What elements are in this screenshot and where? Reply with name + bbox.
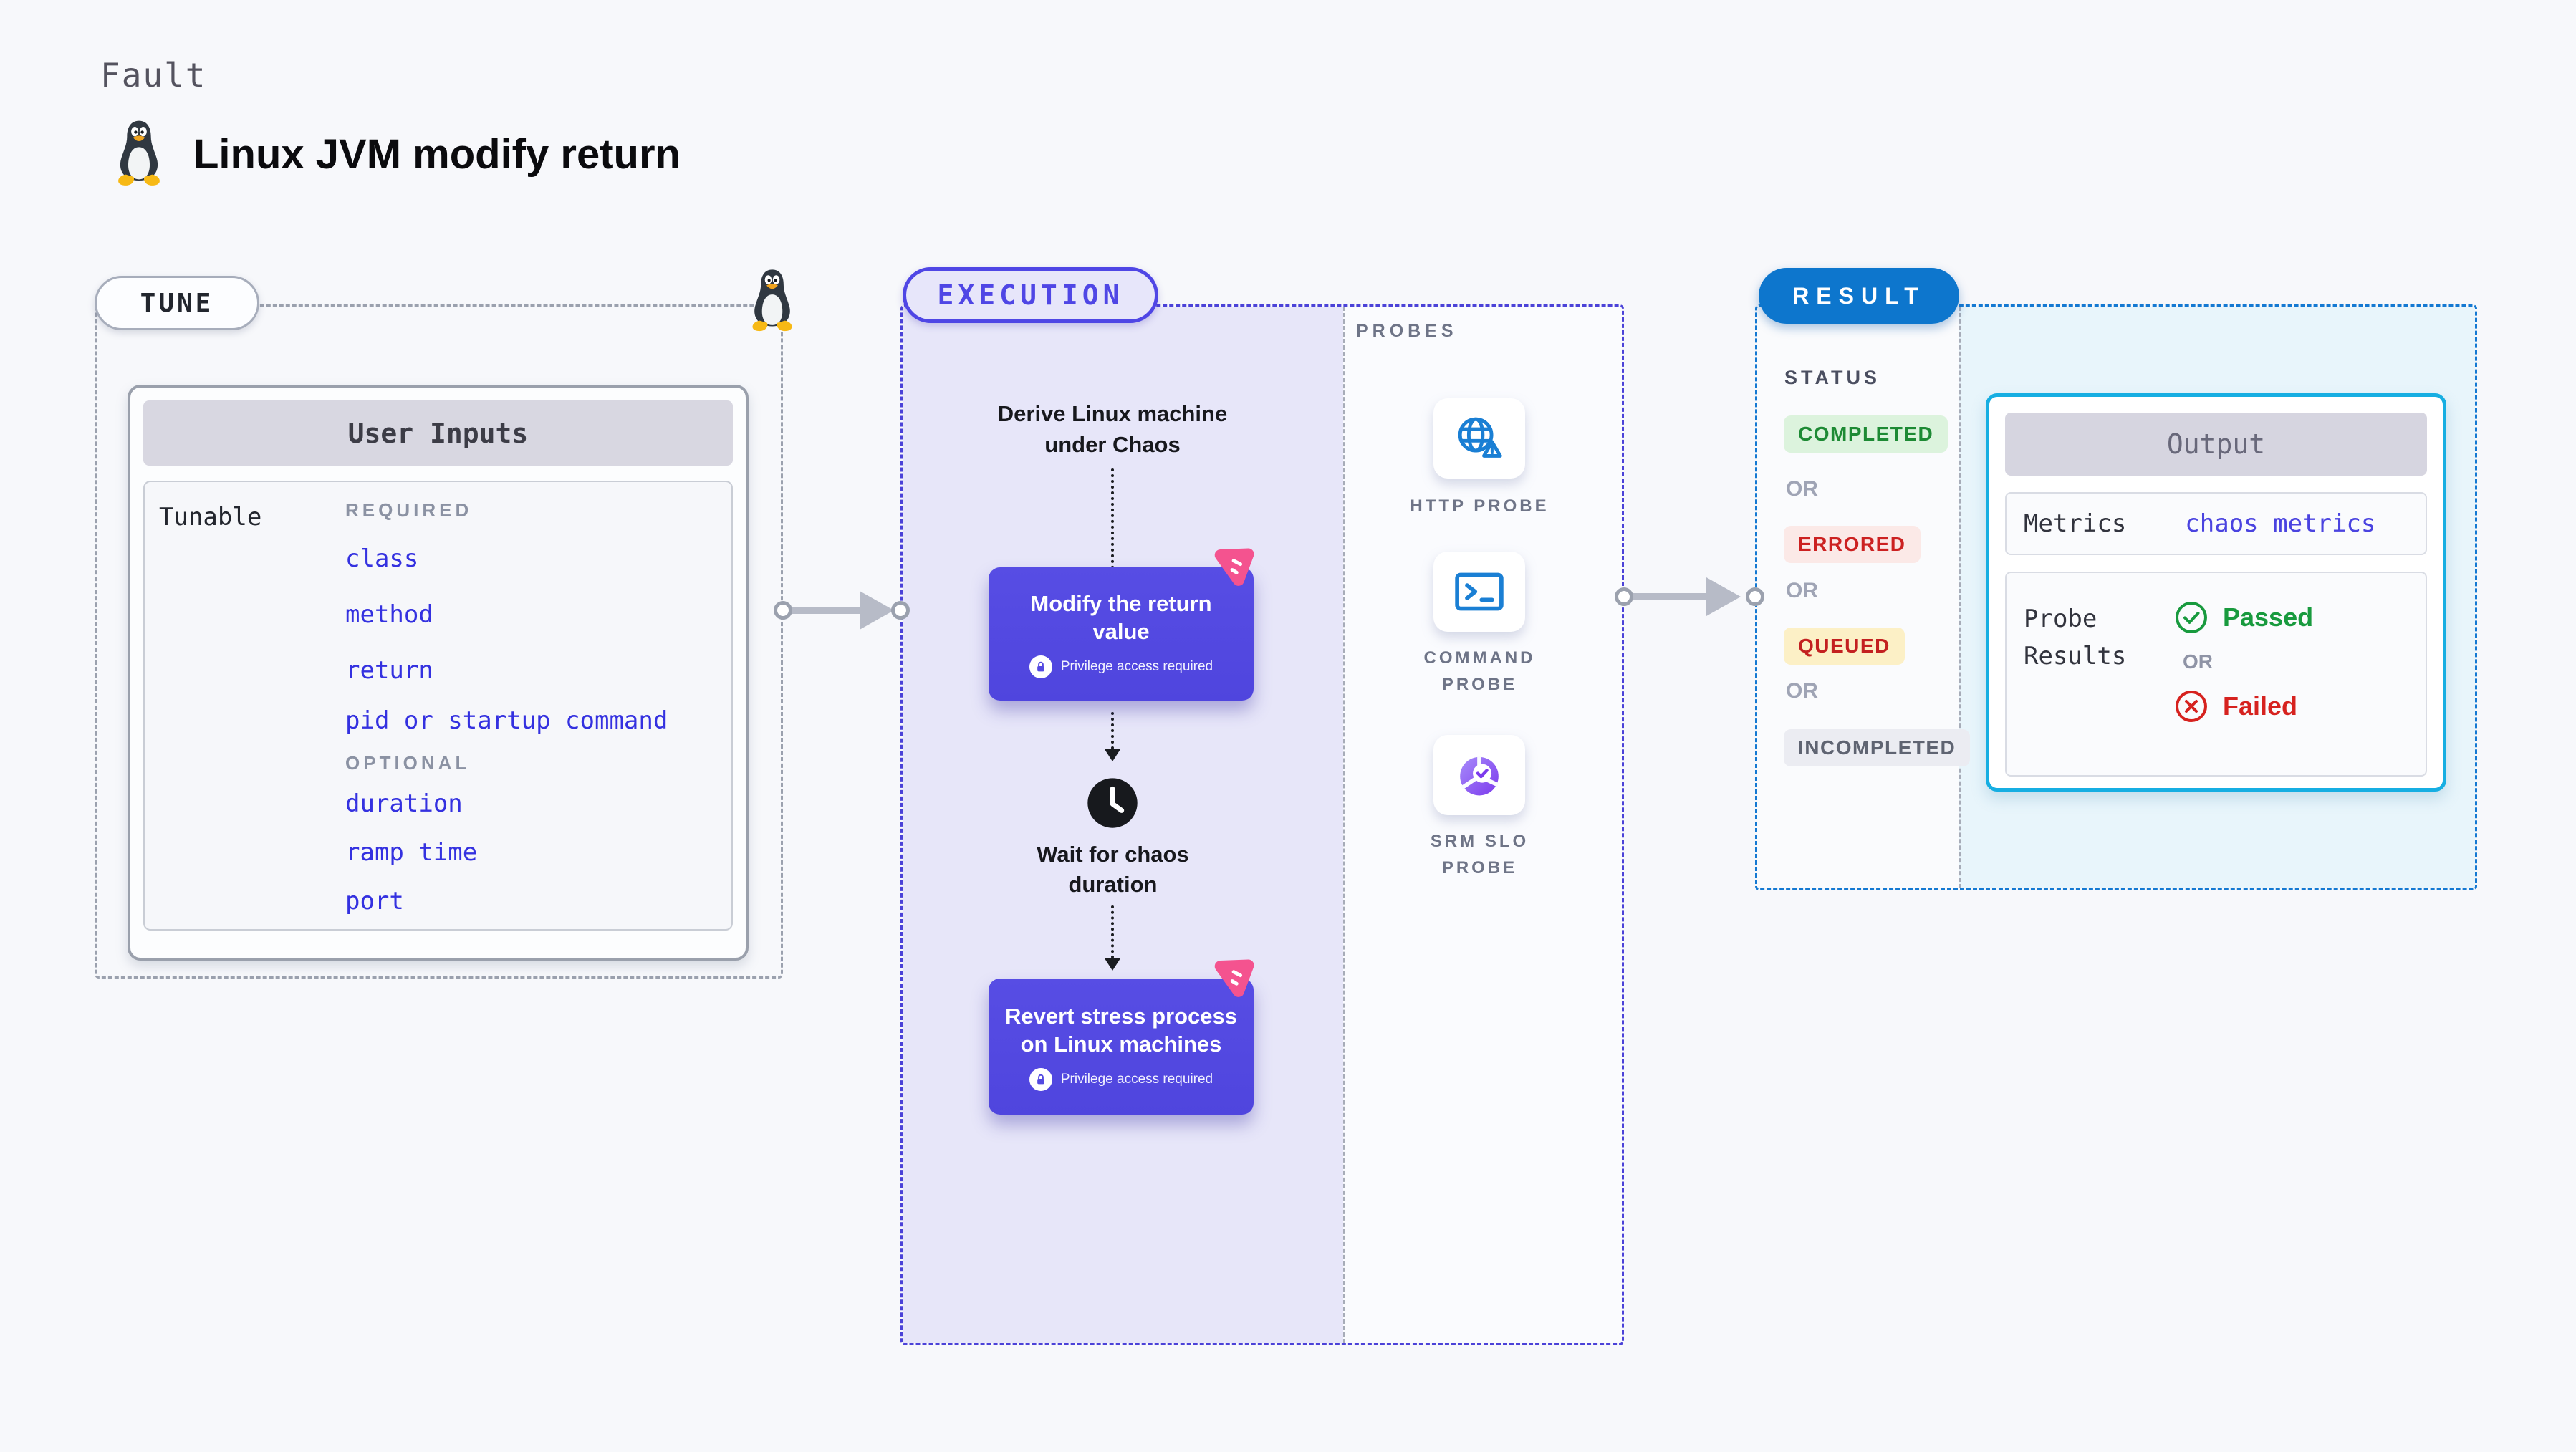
status-badge-queued: QUEUED: [1784, 628, 1905, 665]
fault-kicker: Fault: [100, 56, 207, 95]
command-probe-label: COMMAND PROBE: [1423, 648, 1536, 694]
step-title: Modify the return value: [1030, 591, 1212, 644]
or-separator: OR: [1786, 477, 1818, 501]
privilege-label: Privilege access required: [1060, 659, 1213, 674]
step-modify-return-node[interactable]: Modify the return value Privilege access…: [989, 567, 1254, 701]
privilege-label: Privilege access required: [1060, 1072, 1213, 1087]
flow-connector: [1111, 468, 1114, 649]
chaos-fault-icon: [1214, 959, 1254, 997]
lock-icon: [1029, 655, 1052, 678]
flow-connector: [1111, 712, 1114, 749]
http-probe-card[interactable]: [1433, 398, 1525, 479]
srm-slo-probe-label: SRM SLO PROBE: [1430, 832, 1529, 878]
probe-results-row: Probe Results Passed OR Failed: [2005, 572, 2427, 777]
page-title: Linux JVM modify return: [193, 131, 681, 178]
clock-icon: [1087, 778, 1138, 828]
flow-connector: [1111, 905, 1114, 958]
output-card-header: Output: [2005, 413, 2427, 476]
tune-section-pill: TUNE: [95, 276, 259, 330]
step-title: Revert stress process on Linux machines: [1005, 1004, 1237, 1057]
step-derive-machine: Derive Linux machine under Chaos: [997, 401, 1228, 457]
connector-dot: [1615, 587, 1633, 606]
linux-tux-icon: [118, 120, 160, 186]
privilege-badge: Privilege access required: [1029, 655, 1213, 678]
metrics-value-link[interactable]: chaos metrics: [2185, 509, 2376, 538]
status-badge-completed: COMPLETED: [1784, 415, 1948, 453]
globe-alert-icon: [1458, 417, 1502, 458]
input-link-method[interactable]: method: [345, 600, 433, 629]
input-link-class[interactable]: class: [345, 544, 419, 573]
probes-panel-background: [1343, 307, 1622, 1343]
chaos-fault-icon: [1214, 548, 1254, 586]
tune-to-execution-arrow: [783, 607, 868, 614]
step-revert-stress-node[interactable]: Revert stress process on Linux machines …: [989, 979, 1254, 1115]
probe-results-label: Probe Results: [2024, 605, 2127, 670]
srm-slo-probe-card[interactable]: [1433, 735, 1525, 815]
or-separator: OR: [2183, 650, 2213, 673]
execution-section-pill: EXECUTION: [903, 267, 1158, 323]
probe-verdicts: Passed OR Failed: [2174, 600, 2313, 723]
probes-section-label: PROBES: [1356, 321, 1458, 341]
execution-section-frame: [900, 304, 1624, 1345]
check-circle-icon: [2176, 602, 2207, 633]
optional-group-label: OPTIONAL: [345, 752, 471, 774]
status-badge-errored: ERRORED: [1784, 526, 1921, 563]
connector-dot: [1746, 587, 1764, 606]
connector-dot: [774, 601, 792, 620]
arrow-right-icon: [860, 591, 894, 630]
failed-label: Failed: [2223, 691, 2298, 721]
connector-dot: [891, 601, 910, 620]
result-section-pill: RESULT: [1759, 268, 1959, 324]
passed-label: Passed: [2223, 602, 2314, 632]
user-inputs-table: [143, 481, 733, 931]
input-link-port[interactable]: port: [345, 887, 404, 915]
or-separator: OR: [1786, 679, 1818, 703]
tune-section-frame: [95, 304, 783, 979]
input-link-return[interactable]: return: [345, 656, 433, 685]
http-probe-label: HTTP PROBE: [1410, 496, 1549, 516]
step-wait-duration: Wait for chaos duration: [1037, 842, 1189, 897]
user-inputs-header: User Inputs: [143, 400, 733, 466]
arrow-right-icon: [1706, 577, 1741, 616]
input-link-duration[interactable]: duration: [345, 789, 463, 818]
input-link-pid-or-startup-command[interactable]: pid or startup command: [345, 706, 668, 735]
arrow-down-icon: [1105, 749, 1120, 761]
lock-icon: [1029, 1068, 1052, 1091]
output-card: Output Metrics chaos metrics Probe Resul…: [1986, 393, 2446, 792]
status-badge-incompleted: INCOMPLETED: [1784, 729, 1971, 766]
metrics-row: Metrics chaos metrics: [2005, 492, 2427, 555]
command-probe-card[interactable]: [1433, 552, 1525, 632]
status-column-label: STATUS: [1784, 367, 1880, 388]
passed-verdict: Passed: [2174, 600, 2313, 635]
linux-tux-icon: [752, 269, 792, 332]
arrow-down-icon: [1105, 958, 1120, 971]
x-circle-icon: [2176, 691, 2207, 722]
execution-to-result-arrow: [1624, 593, 1711, 600]
or-separator: OR: [1786, 579, 1818, 602]
status-column-background: [1757, 307, 1959, 888]
metrics-label: Metrics: [2024, 509, 2127, 538]
privilege-badge: Privilege access required: [1029, 1068, 1213, 1091]
slo-chart-icon: [1460, 756, 1499, 796]
failed-verdict: Failed: [2174, 689, 2313, 723]
required-group-label: REQUIRED: [345, 499, 473, 521]
terminal-icon: [1455, 572, 1504, 611]
input-link-ramp-time[interactable]: ramp time: [345, 838, 478, 867]
tunable-row-label: Tunable: [159, 503, 262, 532]
